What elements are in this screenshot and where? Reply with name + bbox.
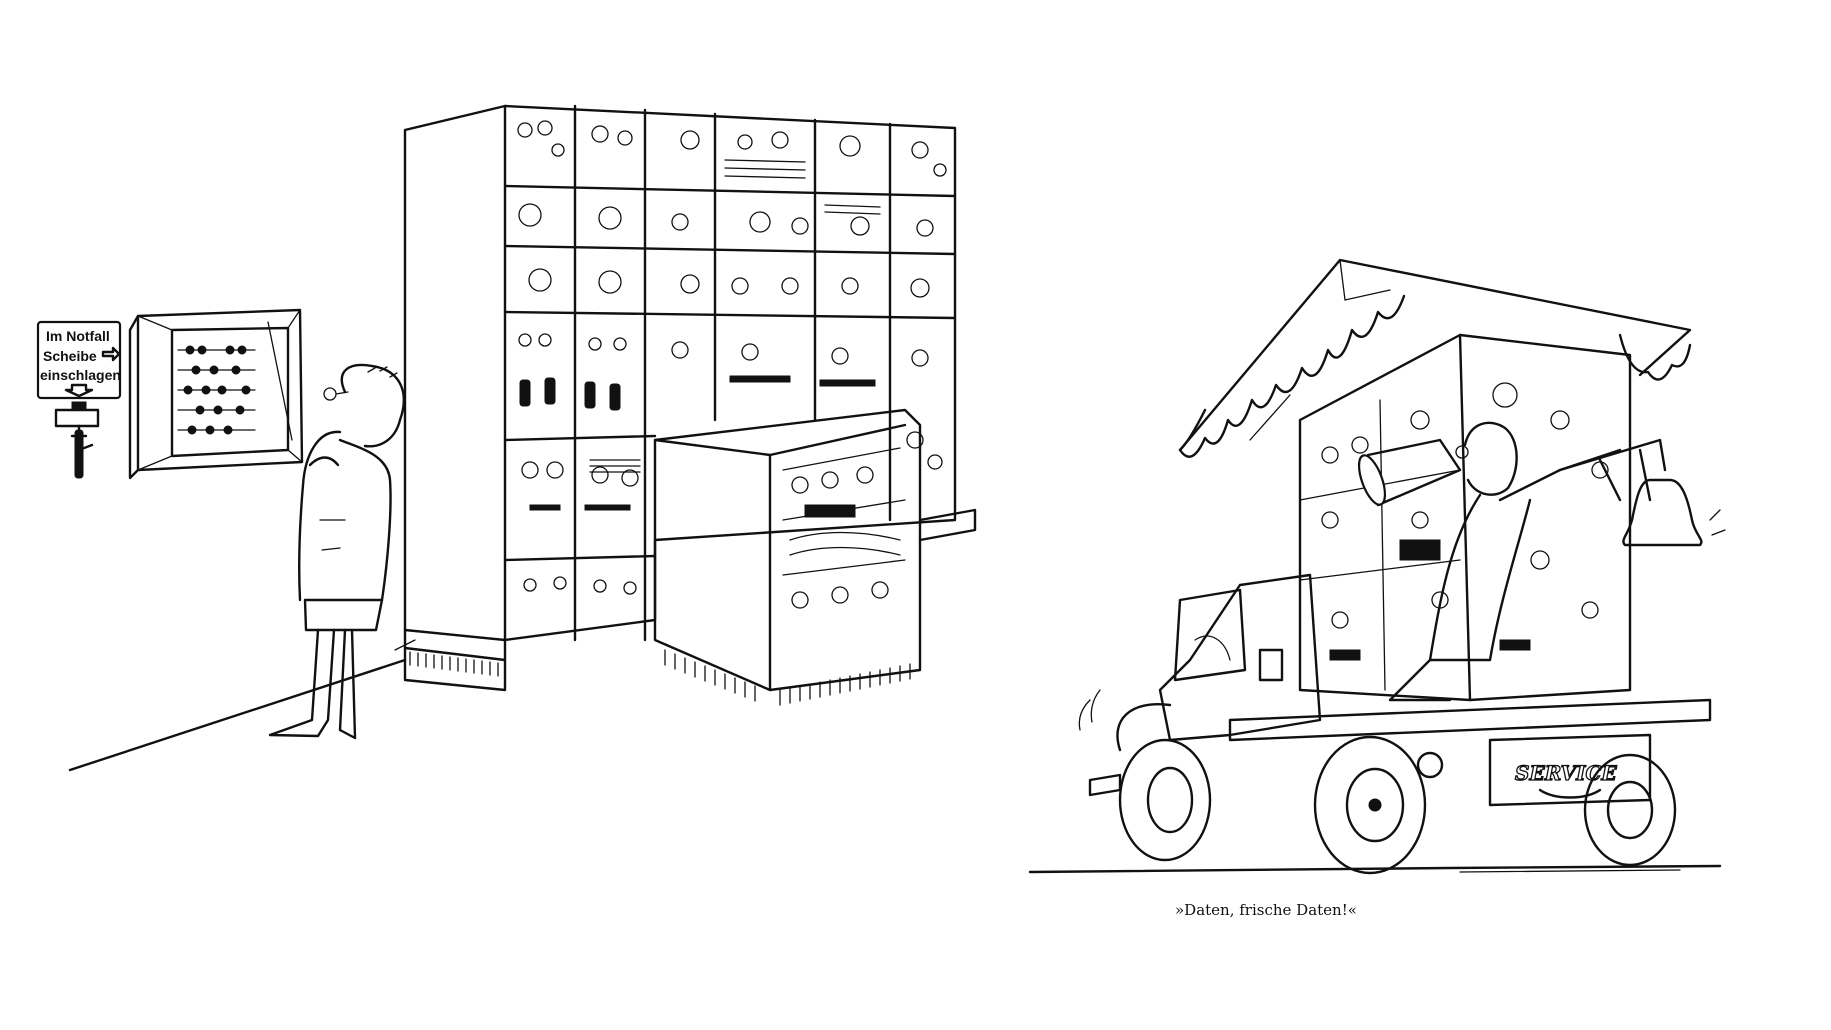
head [340,363,405,448]
panel-dividers [503,104,957,642]
side-panel [403,104,507,692]
sign-line-1: Im Notfall [46,328,110,344]
front-wheel [1118,738,1212,862]
head [1463,421,1518,496]
cab-window [1173,588,1247,682]
truck-bed [1228,698,1712,742]
truck-cab [1158,573,1322,742]
rear-wheel-far [1583,753,1677,867]
right-cartoon: SERVICE [1028,258,1726,875]
left-cartoon: Im Notfall Scheibe einschlagen [36,104,977,772]
tail-light [1416,751,1444,779]
front-panel [503,104,957,642]
torso [1428,493,1532,662]
emergency-sign: Im Notfall Scheibe einschlagen [36,320,122,400]
awning [1178,258,1692,458]
hand-chin [308,456,340,467]
truck-wheels [1078,689,1677,875]
front-fender [1116,703,1172,752]
glasses [1455,445,1469,459]
bell-icon [1558,438,1726,547]
floor-line [68,658,407,772]
ground-line [1028,864,1722,874]
arrow-down-icon [64,383,94,398]
awning-scallops-right [1618,333,1692,381]
left-leg [268,628,336,738]
thinking-man [268,363,405,740]
abacus-beads [183,345,251,435]
sign-board [36,320,122,400]
sign-line-3: einschlagen [40,367,121,383]
truck-computer-cabinet [1298,333,1632,702]
right-leg [338,628,357,740]
truck-lettering: SERVICE [1515,761,1617,785]
glass-case-abacus [128,308,304,480]
left-arm [297,430,342,602]
switch-knobs [519,375,876,511]
sign-line-2: Scheibe [43,348,97,364]
glasses [323,387,337,401]
hammer-icon [54,401,100,479]
arrow-right-icon [101,346,121,362]
rear-wheel [1313,735,1427,875]
torso [338,438,392,602]
meter-bars [589,159,881,473]
mainframe-computer [403,104,977,706]
cartoon-caption: »Daten, frische Daten!« [1175,901,1357,919]
dial-icons [517,120,947,595]
awning-scallops-left [1178,294,1406,458]
